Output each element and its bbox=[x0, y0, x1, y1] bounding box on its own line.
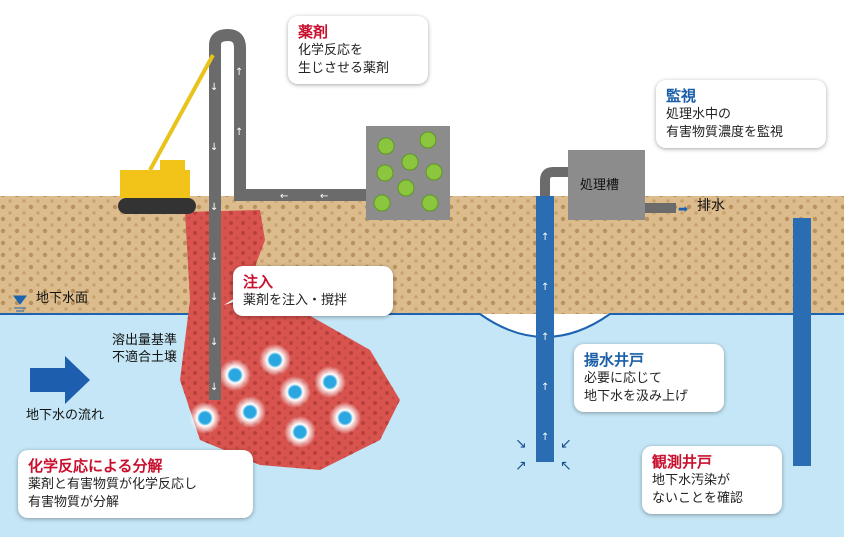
water-table-icon bbox=[13, 295, 27, 312]
pump-well-desc: 地下水を汲み上げ bbox=[584, 389, 689, 404]
decomposition-desc: 有害物質が分解 bbox=[28, 495, 120, 510]
svg-text:↑: ↑ bbox=[541, 232, 549, 243]
svg-text:↑: ↑ bbox=[541, 432, 549, 443]
chemical-callout: 薬剤 化学反応を 生じさせる薬剤 bbox=[288, 16, 428, 84]
observation-well-desc: ないことを確認 bbox=[652, 491, 744, 506]
svg-text:↑: ↑ bbox=[541, 282, 549, 293]
svg-text:↓: ↓ bbox=[210, 292, 218, 303]
injection-title: 注入 bbox=[243, 273, 274, 291]
svg-text:↓: ↓ bbox=[210, 382, 218, 393]
groundwater-flow-label: 地下水の流れ bbox=[26, 408, 105, 423]
soil-label-line: 不適合土壌 bbox=[112, 350, 178, 365]
svg-text:↙: ↙ bbox=[560, 436, 572, 452]
svg-text:←: ← bbox=[280, 191, 288, 202]
soil-label-line: 溶出量基準 bbox=[112, 333, 178, 348]
drain-label: 排水 bbox=[697, 198, 725, 214]
pump-well-title: 揚水井戸 bbox=[584, 351, 645, 369]
chemical-tank bbox=[366, 126, 450, 220]
svg-text:↑: ↑ bbox=[541, 332, 549, 343]
contaminant-particles bbox=[189, 344, 361, 448]
monitor-title: 監視 bbox=[666, 87, 697, 105]
injection-pipe bbox=[209, 28, 368, 400]
pump-well-desc: 必要に応じて bbox=[584, 371, 663, 386]
svg-text:↘: ↘ bbox=[515, 436, 527, 452]
injection-desc: 薬剤を注入・撹拌 bbox=[243, 293, 348, 308]
pumping-well bbox=[536, 196, 554, 462]
observation-well bbox=[793, 218, 811, 466]
decomposition-desc: 薬剤と有害物質が化学反応し bbox=[28, 477, 198, 492]
svg-text:↑: ↑ bbox=[235, 127, 243, 138]
monitor-callout: 監視 処理水中の 有害物質濃度を監視 bbox=[656, 80, 826, 148]
flow-arrow-icon bbox=[30, 356, 90, 404]
svg-text:←: ← bbox=[320, 191, 328, 202]
treatment-tank bbox=[568, 150, 645, 220]
observation-well-callout: 観測井戸 地下水汚染が ないことを確認 bbox=[642, 446, 782, 514]
svg-text:↗: ↗ bbox=[515, 458, 527, 474]
svg-text:↓: ↓ bbox=[210, 142, 218, 153]
svg-text:↖: ↖ bbox=[560, 458, 572, 474]
svg-text:↑: ↑ bbox=[541, 382, 549, 393]
monitor-desc: 処理水中の bbox=[666, 107, 732, 122]
monitor-desc: 有害物質濃度を監視 bbox=[666, 125, 784, 140]
chemical-title: 薬剤 bbox=[298, 23, 329, 41]
drain-arrow-icon: ➡ bbox=[678, 202, 688, 216]
svg-text:↓: ↓ bbox=[210, 252, 218, 263]
observation-well-desc: 地下水汚染が bbox=[652, 473, 731, 488]
svg-text:↓: ↓ bbox=[210, 82, 218, 93]
pump-pipe bbox=[540, 167, 676, 213]
crane-icon bbox=[118, 54, 215, 214]
treatment-tank-label: 処理槽 bbox=[580, 178, 620, 193]
pump-well-callout: 揚水井戸 必要に応じて 地下水を汲み上げ bbox=[574, 344, 724, 412]
decomposition-callout: 化学反応による分解 薬剤と有害物質が化学反応し 有害物質が分解 bbox=[18, 450, 253, 518]
water-table-label: 地下水面 bbox=[36, 291, 89, 306]
observation-well-title: 観測井戸 bbox=[652, 453, 713, 471]
svg-text:↓: ↓ bbox=[210, 202, 218, 213]
svg-text:↑: ↑ bbox=[235, 67, 243, 78]
contaminated-soil-label: 溶出量基準 不適合土壌 bbox=[112, 332, 177, 366]
injection-callout: 注入 薬剤を注入・撹拌 bbox=[233, 266, 393, 316]
svg-text:↓: ↓ bbox=[210, 337, 218, 348]
decomposition-title: 化学反応による分解 bbox=[28, 457, 163, 475]
chemical-desc: 化学反応を bbox=[298, 43, 364, 58]
chemical-desc: 生じさせる薬剤 bbox=[298, 61, 390, 76]
